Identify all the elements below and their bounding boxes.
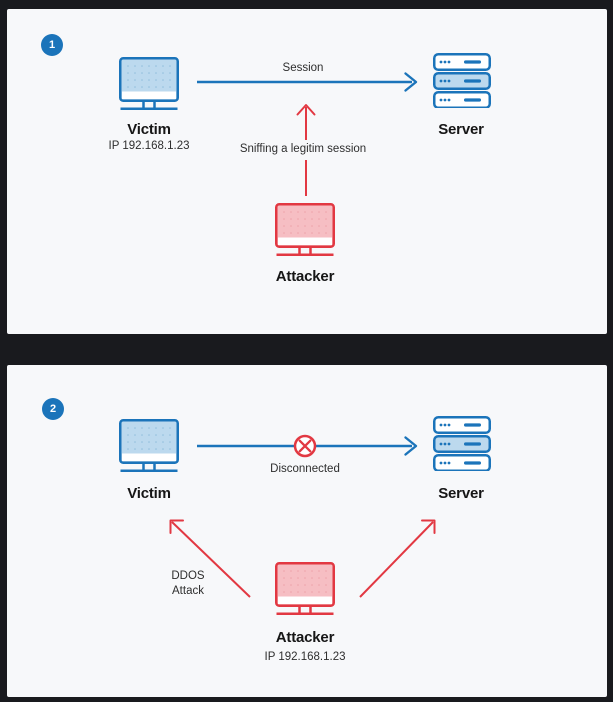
disconnected-icon xyxy=(293,434,317,458)
server-icon xyxy=(433,416,491,471)
panel-step-1: 1 xyxy=(7,9,607,334)
step-1-badge: 1 xyxy=(41,34,63,56)
disconnected-arrowhead xyxy=(404,436,418,456)
ddos-attack-label: DDOS Attack xyxy=(138,569,238,599)
attacker-monitor-icon xyxy=(275,562,335,615)
attacker-label: Attacker xyxy=(275,268,335,285)
attacker-label: Attacker xyxy=(275,629,335,646)
ddos-arrow-right xyxy=(359,521,434,598)
victim-monitor-icon xyxy=(119,57,179,110)
server-label: Server xyxy=(438,121,484,138)
sniff-arrowhead xyxy=(296,104,316,116)
server-label: Server xyxy=(438,485,484,502)
ddos-label-line1: DDOS xyxy=(171,570,205,582)
victim-label: Victim xyxy=(127,485,171,502)
victim-label: Victim xyxy=(127,121,171,138)
victim-ip: IP 192.168.1.23 xyxy=(108,140,190,152)
server-icon xyxy=(433,53,491,108)
sniffing-label: Sniffing a legitim session xyxy=(239,143,367,155)
ddos-arrowhead-left xyxy=(169,519,184,534)
ddos-arrowhead-right xyxy=(421,519,436,534)
victim-monitor-icon xyxy=(119,419,179,472)
session-arrowhead xyxy=(404,72,418,92)
panel-2-arrows xyxy=(169,434,436,598)
step-2-badge: 2 xyxy=(42,398,64,420)
attacker-ip: IP 192.168.1.23 xyxy=(264,651,346,663)
panel-step-2: 2 xyxy=(7,365,607,697)
disconnected-x xyxy=(298,439,312,453)
attacker-monitor-icon xyxy=(275,203,335,256)
session-label: Session xyxy=(282,62,324,74)
panel-1-arrows xyxy=(197,72,418,196)
ddos-label-line2: Attack xyxy=(172,585,204,597)
disconnected-label: Disconnected xyxy=(270,463,340,475)
